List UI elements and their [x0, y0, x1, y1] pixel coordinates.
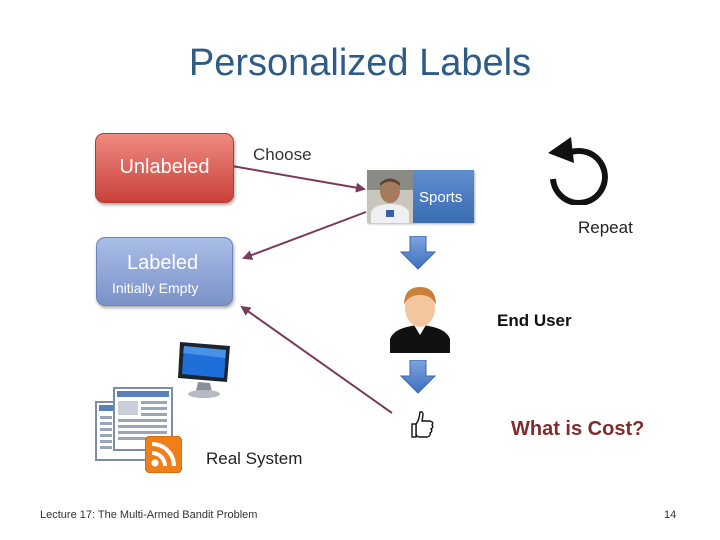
repeat-icon [548, 137, 608, 205]
page-number: 14 [664, 509, 677, 521]
slide-title: Personalized Labels [188, 42, 532, 84]
labeled-box: Labeled Initially Empty [96, 237, 233, 306]
sports-card: Sports [367, 170, 474, 223]
athlete-photo-icon [367, 170, 413, 223]
labeled-label: Labeled [127, 252, 199, 274]
repeat-label: Repeat [578, 218, 633, 237]
choose-arrow [231, 165, 366, 193]
feedback-arrow [240, 305, 393, 414]
thumbs-up-icon [411, 411, 434, 438]
monitor-icon [178, 342, 230, 398]
sports-label: Sports [419, 189, 463, 206]
choose-label: Choose [253, 145, 312, 164]
rss-icon [145, 436, 182, 473]
unlabeled-label: Unlabeled [119, 156, 210, 178]
unlabeled-box: Unlabeled [95, 133, 234, 203]
cost-question: What is Cost? [511, 418, 645, 440]
down-arrow-icon [400, 236, 436, 270]
down-arrow-icon [400, 360, 436, 394]
repeat-arrow [242, 211, 367, 260]
labeled-sublabel: Initially Empty [112, 280, 199, 296]
user-icon [384, 281, 456, 353]
slide-footer: Lecture 17: The Multi-Armed Bandit Probl… [40, 509, 258, 521]
end-user-label: End User [497, 311, 572, 330]
real-system-label: Real System [206, 449, 303, 468]
